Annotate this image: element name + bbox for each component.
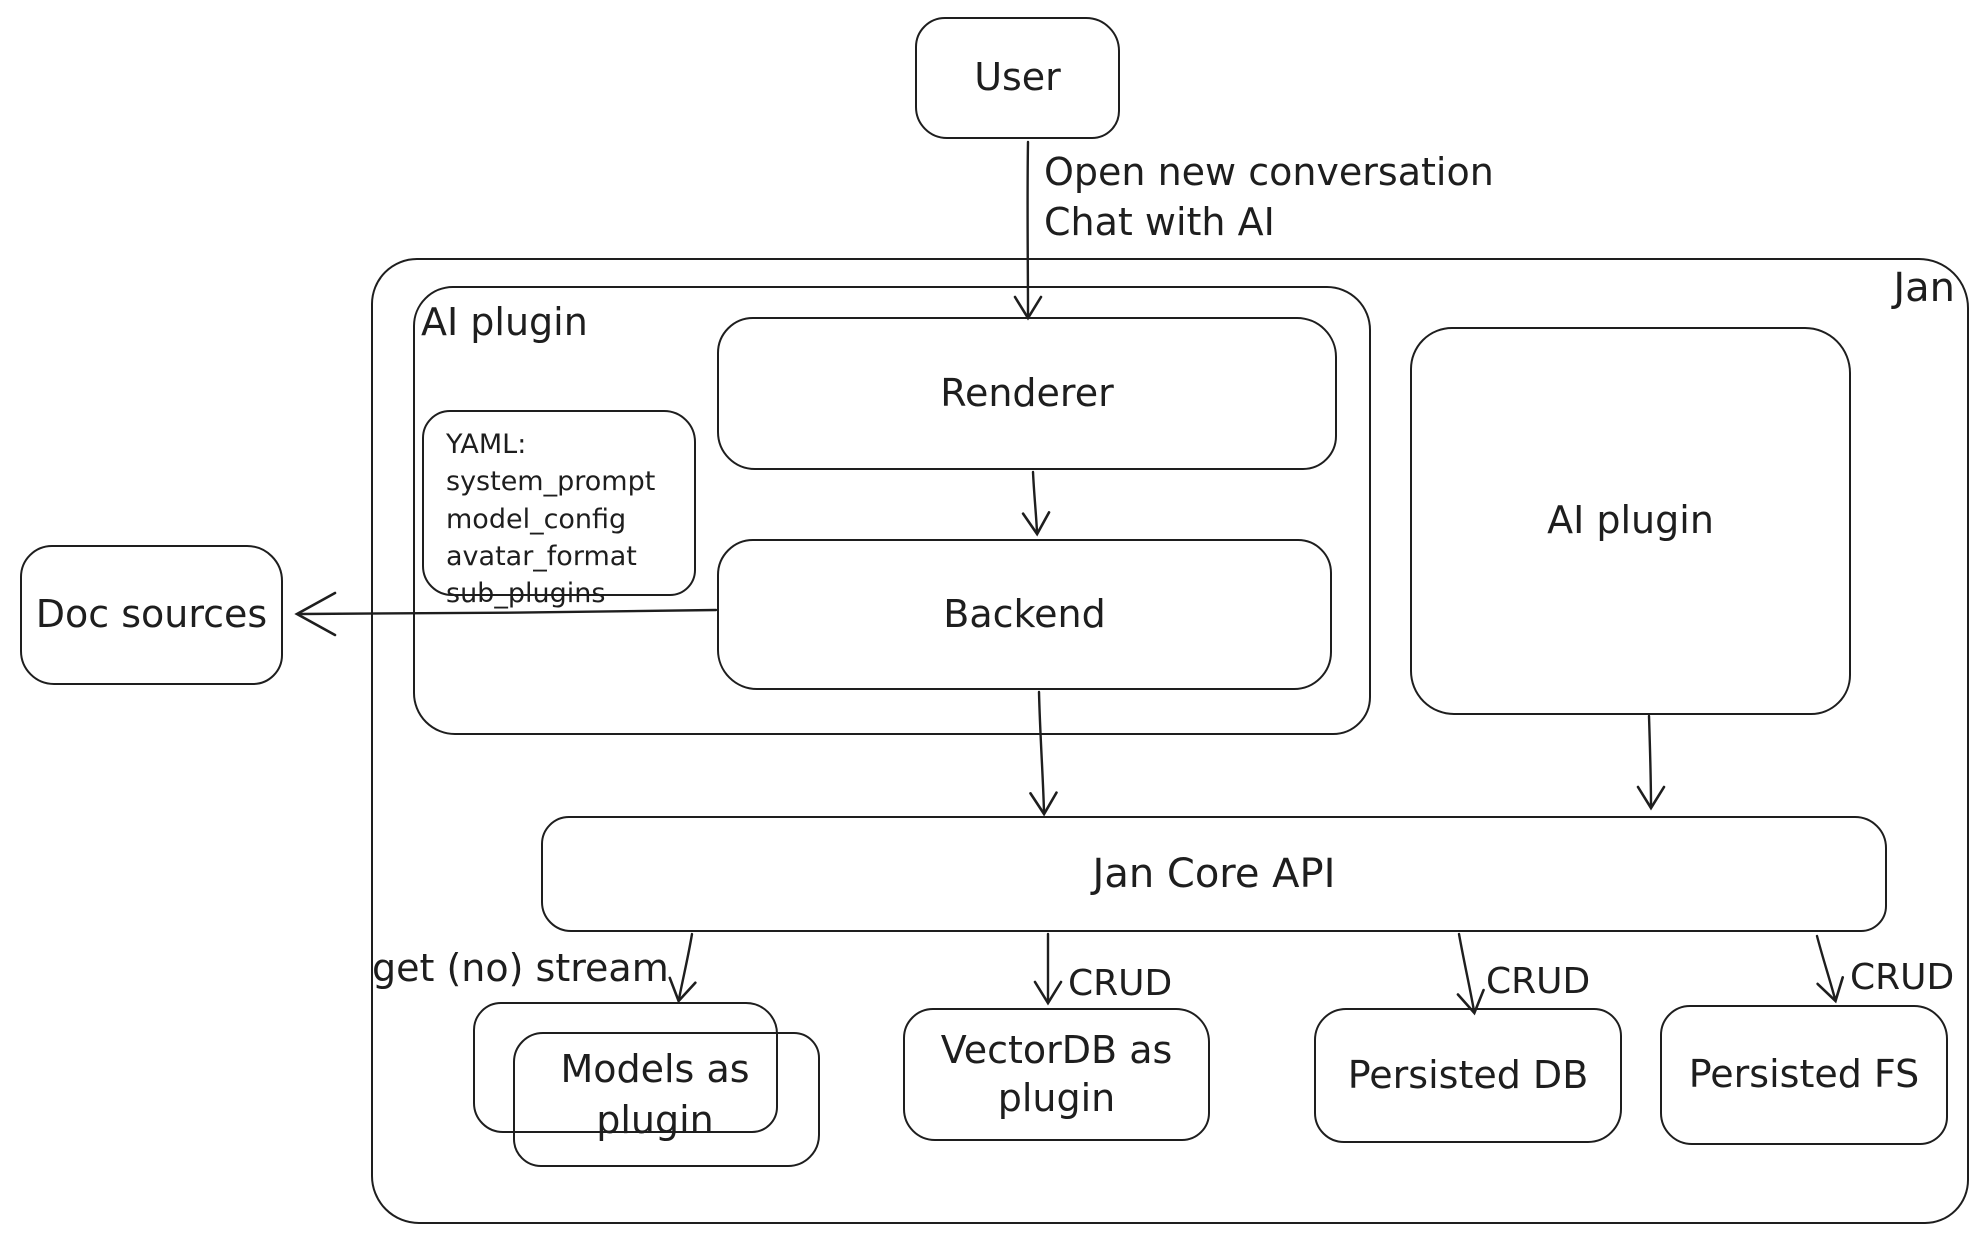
ai-plugin-left-container-box	[413, 286, 1371, 735]
models-plugin-node-back-box	[473, 1002, 778, 1133]
backend-node-label: Backend	[943, 591, 1106, 636]
yaml-note: YAML: system_prompt model_config avatar_…	[422, 410, 696, 609]
jan-container-box	[371, 258, 1969, 1224]
yaml-note-title: YAML:	[446, 429, 527, 460]
ai-plugin-right-node-label: AI plugin	[1547, 498, 1714, 543]
yaml-note-line: sub_plugins	[446, 578, 606, 609]
backend-node: Backend	[717, 539, 1332, 690]
models-plugin-node-label: Models as plugin	[560, 1047, 750, 1143]
user-node-label: User	[974, 55, 1061, 100]
yaml-note-line: system_prompt	[446, 466, 656, 498]
yaml-note-line: model_config	[446, 503, 627, 535]
renderer-node-label: Renderer	[940, 370, 1114, 415]
jan-core-api-node: Jan Core API	[541, 816, 1887, 932]
jan-core-api-node-label: Jan Core API	[1092, 851, 1336, 897]
ai-plugin-left-container-label: AI plugin	[421, 300, 588, 344]
persisted-fs-node: Persisted FS	[1660, 1005, 1948, 1145]
doc-sources-node: Doc sources	[20, 545, 283, 685]
crud-edge-label-persisted-fs: CRUD	[1850, 957, 1955, 998]
persisted-db-node-label: Persisted DB	[1347, 1052, 1589, 1097]
crud-edge-label-vectordb: CRUD	[1068, 963, 1173, 1004]
vectordb-plugin-node: VectorDB as plugin	[903, 1008, 1210, 1141]
yaml-note-text: YAML: system_prompt model_config avatar_…	[446, 426, 655, 612]
models-plugin-node-front-box	[513, 1032, 820, 1167]
user-to-renderer-edge-label-line2: Chat with AI	[1044, 200, 1275, 244]
user-node: User	[915, 17, 1120, 139]
doc-sources-node-label: Doc sources	[35, 592, 268, 637]
user-to-renderer-edge-label-line1: Open new conversation	[1044, 150, 1494, 194]
persisted-db-node: Persisted DB	[1314, 1008, 1622, 1143]
renderer-node: Renderer	[717, 317, 1337, 470]
get-no-stream-edge-label: get (no) stream	[372, 946, 669, 990]
ai-plugin-right-node: AI plugin	[1410, 327, 1851, 715]
crud-edge-label-persisted-db: CRUD	[1486, 961, 1591, 1002]
persisted-fs-node-label: Persisted FS	[1688, 1052, 1920, 1097]
yaml-note-line: avatar_format	[446, 540, 637, 572]
jan-container-label: Jan	[1893, 265, 1955, 311]
vectordb-plugin-node-label: VectorDB as plugin	[940, 1028, 1173, 1120]
